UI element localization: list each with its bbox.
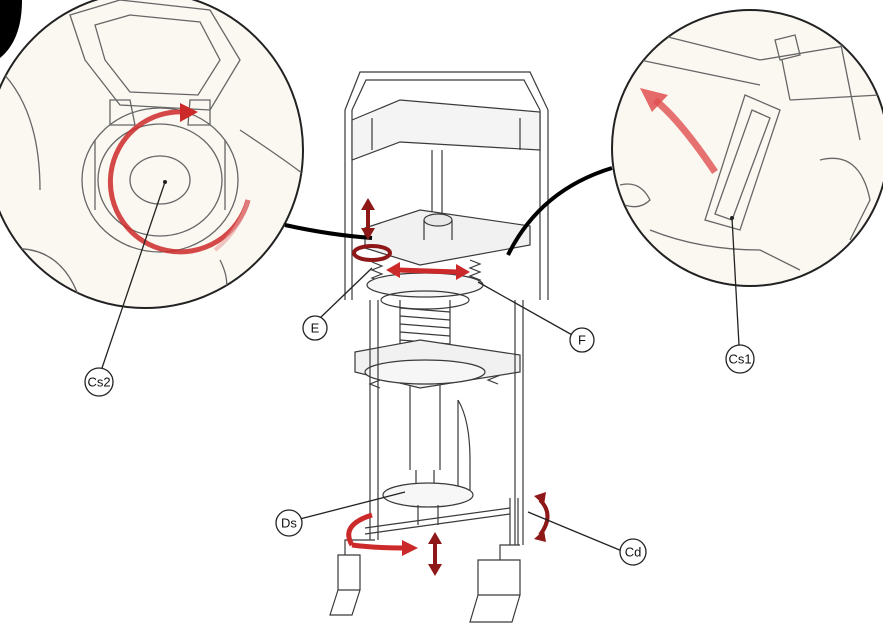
leader-cd bbox=[527, 511, 623, 552]
rotation-arrow-cs1 bbox=[652, 97, 718, 174]
callout-label-cd: Cd bbox=[625, 545, 642, 560]
leader-cs1 bbox=[731, 217, 740, 346]
leader-line-left bbox=[284, 223, 373, 240]
callout-ds: Ds bbox=[275, 509, 303, 537]
rotation-arrow-cs2 bbox=[107, 109, 251, 255]
callout-label-cs2: Cs2 bbox=[87, 375, 110, 390]
leader-f bbox=[477, 281, 575, 337]
leader-ds bbox=[295, 491, 406, 521]
callout-label-cs1: Cs1 bbox=[728, 352, 751, 367]
callout-cs2: Cs2 bbox=[84, 367, 114, 397]
leader-cs2 bbox=[101, 181, 166, 369]
callout-cs1: Cs1 bbox=[725, 344, 755, 374]
callout-f: F bbox=[569, 327, 595, 353]
motion-arrows bbox=[346, 198, 550, 576]
zoom-detail-left bbox=[0, 0, 373, 309]
leader-line-right bbox=[506, 166, 613, 256]
leader-e bbox=[319, 267, 373, 319]
callout-label-e: E bbox=[311, 321, 320, 336]
callout-label-ds: Ds bbox=[281, 516, 297, 531]
machine-drawing bbox=[329, 71, 549, 623]
zoom-detail-right bbox=[506, 9, 883, 287]
corner-tab bbox=[0, 0, 22, 58]
callout-e: E bbox=[302, 315, 328, 341]
callout-cd: Cd bbox=[619, 538, 647, 566]
callout-label-f: F bbox=[578, 333, 586, 348]
